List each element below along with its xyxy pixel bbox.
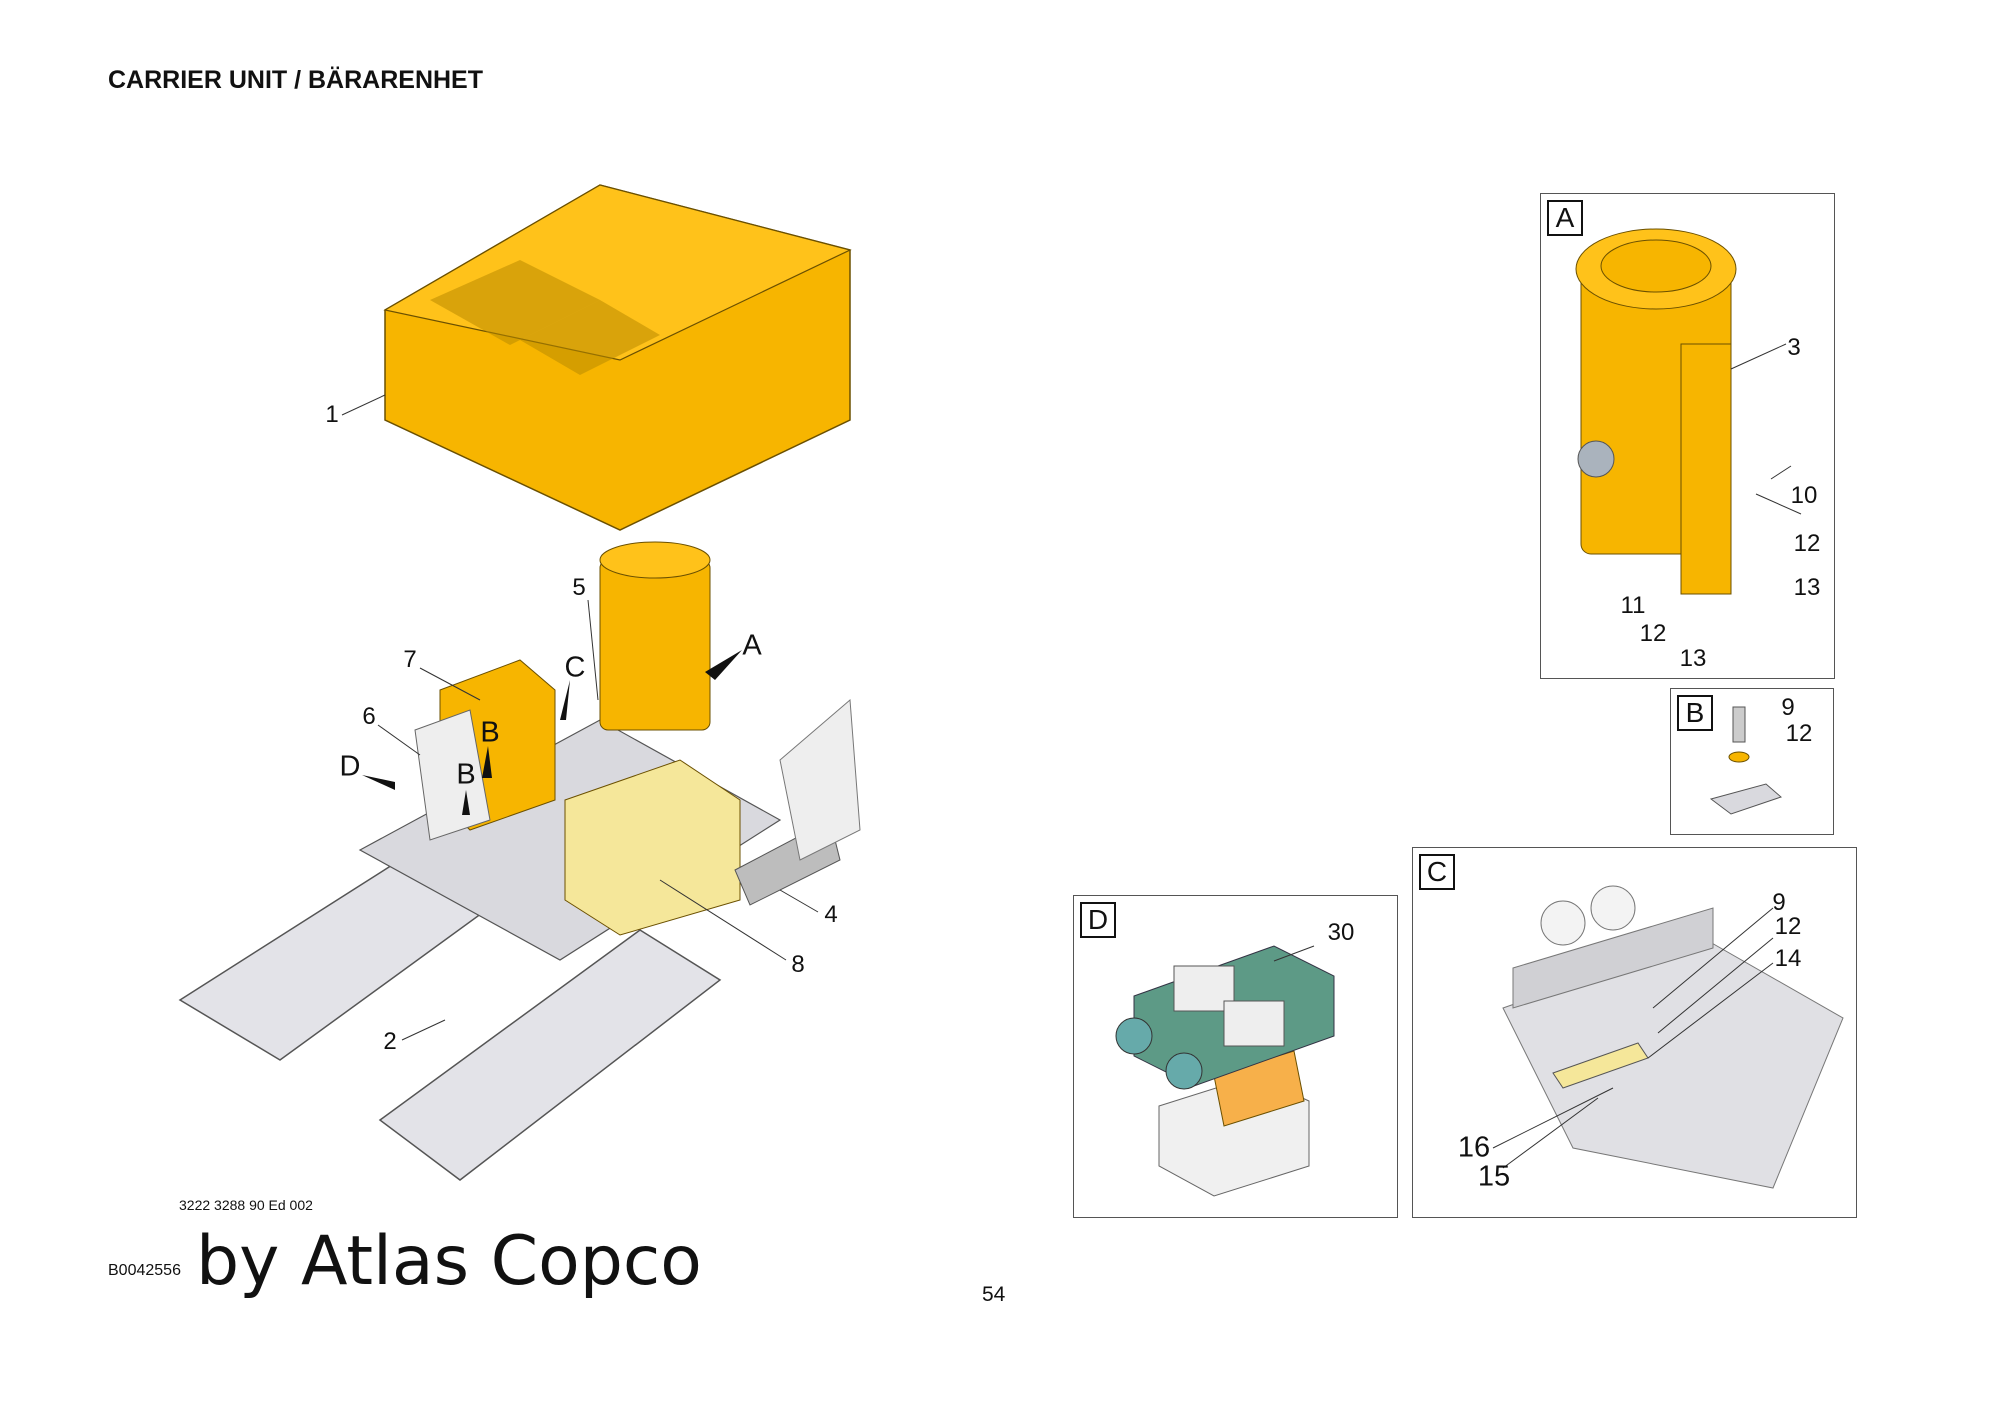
callout-14: 14 xyxy=(1774,945,1802,972)
callout-2: 2 xyxy=(383,1028,397,1055)
detail-a-tag: A xyxy=(1547,200,1583,236)
callout-detail-d: D xyxy=(339,750,361,783)
detail-c-tag: C xyxy=(1419,854,1455,890)
callout-10: 10 xyxy=(1790,482,1818,509)
detail-d-tag: D xyxy=(1080,902,1116,938)
page-number: 54 xyxy=(982,1283,1006,1306)
callout-1: 1 xyxy=(325,401,339,428)
callout-7: 7 xyxy=(403,646,417,673)
callout-30: 30 xyxy=(1327,919,1355,946)
callout-12-lower: 12 xyxy=(1639,620,1667,647)
callout-13-lower: 13 xyxy=(1679,645,1707,672)
detail-b-panel: B 9 12 xyxy=(1670,688,1834,835)
image-code: B0042556 xyxy=(108,1262,181,1279)
callout-detail-a: A xyxy=(742,629,762,662)
callout-detail-b: B xyxy=(480,716,500,749)
detail-d-panel: D 30 xyxy=(1073,895,1398,1218)
valve-block-illustration xyxy=(1115,945,1335,1197)
callout-15: 15 xyxy=(1477,1160,1511,1193)
callout-11: 11 xyxy=(1620,592,1646,619)
callout-12: 12 xyxy=(1793,530,1821,557)
callout-3: 3 xyxy=(1787,334,1801,361)
callout-8: 8 xyxy=(791,951,805,978)
callout-4: 4 xyxy=(824,901,838,928)
callout-9: 9 xyxy=(1781,694,1795,721)
page-title: CARRIER UNIT / BÄRARENHET xyxy=(108,66,483,94)
filter-unit-illustration xyxy=(1575,228,1802,595)
detail-b-tag: B xyxy=(1677,695,1713,731)
bolt-washer-illustration xyxy=(1709,706,1782,815)
callout-detail-c: C xyxy=(564,651,586,684)
callout-16: 16 xyxy=(1457,1131,1491,1164)
callout-12: 12 xyxy=(1774,913,1802,940)
callout-9: 9 xyxy=(1772,889,1786,916)
detail-a-panel: A 3 10 12 13 11 12 13 xyxy=(1540,193,1835,679)
callout-5: 5 xyxy=(572,574,586,601)
brand-watermark: by Atlas Copco xyxy=(196,1222,702,1301)
callout-detail-b-2: B xyxy=(456,758,476,791)
callout-6: 6 xyxy=(362,703,376,730)
document-number: 3222 3288 90 Ed 002 xyxy=(179,1197,313,1213)
bracket-mounting-illustration xyxy=(1492,885,1844,1189)
callout-12: 12 xyxy=(1785,720,1813,747)
detail-c-panel: C 9 12 14 16 15 xyxy=(1412,847,1857,1218)
callout-13: 13 xyxy=(1793,574,1821,601)
